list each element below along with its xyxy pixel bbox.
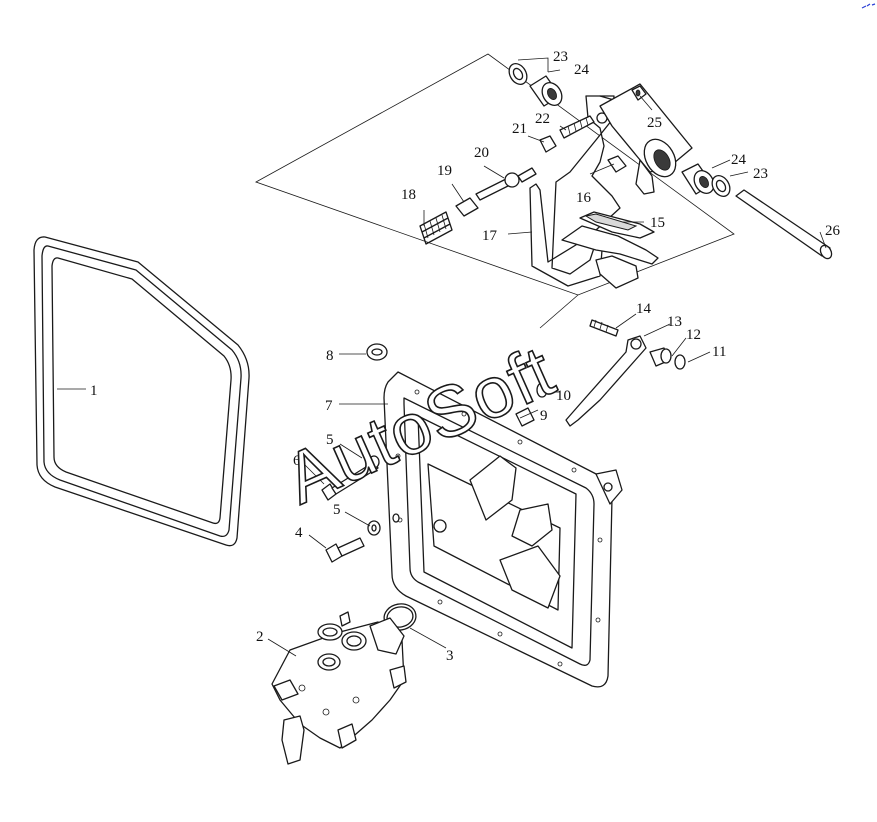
callout-10: 10: [556, 388, 571, 404]
callout-25: 25: [647, 115, 662, 131]
callout-17: 17: [482, 228, 498, 244]
callout-6: 6: [293, 453, 301, 469]
callout-21: 21: [512, 121, 527, 137]
callout-26: 26: [825, 223, 841, 239]
callout-19: 19: [437, 163, 452, 179]
callout-16: 16: [576, 190, 592, 206]
corner-mark: [861, 3, 876, 9]
pedal-group-frame: [255, 53, 735, 329]
part-22-bolt: [559, 115, 595, 139]
part-10-washer: [536, 382, 548, 398]
callout-23-lower: 23: [753, 166, 768, 182]
part-16-nut: [607, 155, 627, 173]
part-24-bushing-lower: [681, 163, 715, 195]
callout-9: 9: [540, 408, 548, 424]
callout-20: 20: [474, 145, 489, 161]
part-pivot-tube: [599, 83, 693, 195]
part-24-bushing-upper: [529, 75, 563, 107]
part-23-washer-lower: [711, 175, 731, 197]
part-2-master-cylinder: [271, 611, 407, 765]
callout-3: 3: [446, 648, 454, 664]
callout-13: 13: [667, 314, 682, 330]
callout-22: 22: [535, 111, 550, 127]
callout-7: 7: [325, 398, 333, 414]
callout-23-upper: 23: [553, 49, 568, 65]
part-14-bolt: [589, 319, 619, 337]
callout-8: 8: [326, 348, 334, 364]
part-19-sleeve: [455, 197, 479, 217]
part-12-bushing: [649, 347, 672, 367]
callout-15: 15: [650, 215, 665, 231]
part-11-clip: [674, 354, 686, 370]
leader-lines: [57, 57, 827, 657]
part-25-nut: [631, 85, 647, 101]
part-1-gasket: [33, 236, 250, 547]
part-9-nut: [515, 407, 535, 427]
callout-12: 12: [686, 327, 701, 343]
part-5-washer-lower: [367, 513, 400, 536]
callout-24-lower: 24: [731, 152, 747, 168]
part-8-washer: [366, 343, 388, 361]
part-7-housing: [383, 371, 623, 688]
part-13-rod: [565, 335, 647, 427]
part-5-washer-upper: [368, 455, 380, 469]
callout-2: 2: [256, 629, 264, 645]
part-21-nut: [539, 135, 557, 153]
part-4-bolt: [325, 537, 365, 563]
part-26-shaft: [735, 189, 833, 260]
callout-4: 4: [295, 525, 303, 541]
part-6-bolt: [321, 461, 379, 501]
part-15-pedal-pad: [561, 211, 659, 289]
part-23-washer-upper: [508, 63, 528, 85]
callout-14: 14: [636, 301, 652, 317]
part-20-pushrod: [475, 167, 537, 201]
part-18-spring: [419, 211, 453, 245]
callout-5-upper: 5: [326, 432, 334, 448]
callout-24-upper: 24: [574, 62, 590, 78]
callout-11: 11: [712, 344, 726, 360]
callout-labels: 1 2 3 4 5 5 6 7 8 9 10 11 12 13 14 15 16…: [90, 49, 841, 664]
callout-1: 1: [90, 383, 98, 399]
callout-5-lower: 5: [333, 502, 341, 518]
callout-18: 18: [401, 187, 416, 203]
